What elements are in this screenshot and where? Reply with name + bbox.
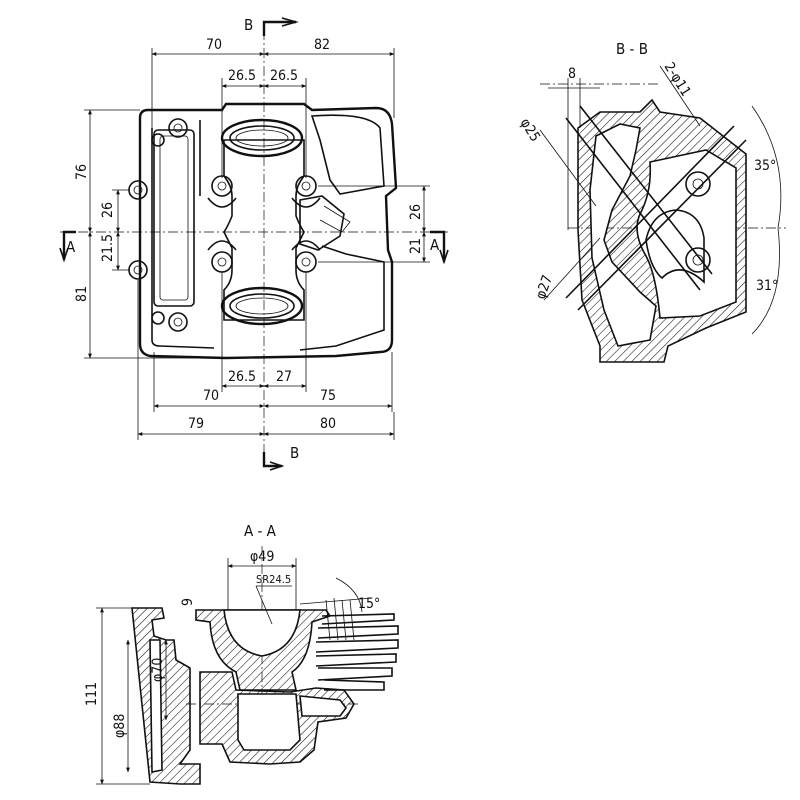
- dims-top: 70 82 26.5 26.5: [151, 37, 395, 178]
- section-bb-cavity: [589, 123, 657, 347]
- spark-plug-boss: [299, 195, 351, 251]
- dims-bottom: 26.5 27 70 75 79 80: [137, 272, 395, 440]
- svg-text:26: 26: [408, 204, 424, 220]
- angle-35: 35°: [754, 158, 776, 174]
- section-bb-title: B - B: [616, 40, 648, 58]
- svg-text:26.5: 26.5: [270, 68, 298, 84]
- svg-text:9: 9: [180, 598, 196, 606]
- head-outline: [138, 102, 398, 360]
- dim-phi88: φ88: [112, 714, 128, 738]
- svg-text:75: 75: [320, 388, 336, 404]
- svg-text:φ27: φ27: [533, 273, 556, 301]
- svg-text:79: 79: [188, 416, 204, 432]
- svg-text:26.5: 26.5: [228, 369, 256, 385]
- dim-sr245: SR24.5: [256, 573, 291, 586]
- angle-31: 31°: [756, 278, 778, 294]
- svg-text:70: 70: [203, 388, 219, 404]
- svg-text:70: 70: [206, 37, 222, 53]
- svg-text:A: A: [66, 238, 76, 256]
- svg-text:26.5: 26.5: [228, 68, 256, 84]
- svg-text:26: 26: [100, 202, 116, 218]
- left-flange: [153, 129, 195, 307]
- svg-text:82: 82: [314, 37, 330, 53]
- dims-left: 76 81 26 21.5: [74, 109, 226, 359]
- svg-text:81: 81: [74, 286, 90, 302]
- svg-text:21: 21: [408, 238, 424, 254]
- dim-angle-15: 15°: [358, 596, 380, 612]
- svg-text:27: 27: [276, 369, 292, 385]
- svg-text:B: B: [290, 444, 299, 462]
- svg-text:2-φ11: 2-φ11: [661, 60, 694, 100]
- cooling-fins: [315, 597, 399, 691]
- section-bb: B - B 35° 31° 8 2-φ11 φ25: [517, 40, 786, 363]
- svg-text:8: 8: [568, 66, 576, 82]
- section-mark-a-left: A: [59, 230, 76, 263]
- section-mark-a-right: A: [430, 230, 449, 265]
- exhaust-port-bottom: [220, 286, 304, 326]
- svg-text:76: 76: [74, 164, 90, 180]
- section-mark-b-bottom: B: [262, 444, 299, 471]
- svg-text:B: B: [244, 16, 253, 34]
- section-aa-title: A - A: [244, 522, 277, 540]
- svg-text:80: 80: [320, 416, 336, 432]
- plan-view: B B A A: [59, 16, 450, 471]
- intake-port-top: [220, 118, 304, 158]
- center-boss: [223, 139, 305, 321]
- dim-111: 111: [84, 682, 100, 706]
- dims-right: 26 21: [318, 185, 430, 263]
- dim-phi49: φ49: [250, 549, 274, 565]
- svg-text:21.5: 21.5: [100, 234, 116, 262]
- svg-text:φ25: φ25: [517, 116, 543, 145]
- section-mark-b-top: B: [244, 16, 299, 36]
- section-aa: A - A φ49 SR24.5 15: [84, 522, 399, 785]
- svg-text:A: A: [430, 236, 440, 254]
- dim-phi70: φ70: [150, 658, 166, 682]
